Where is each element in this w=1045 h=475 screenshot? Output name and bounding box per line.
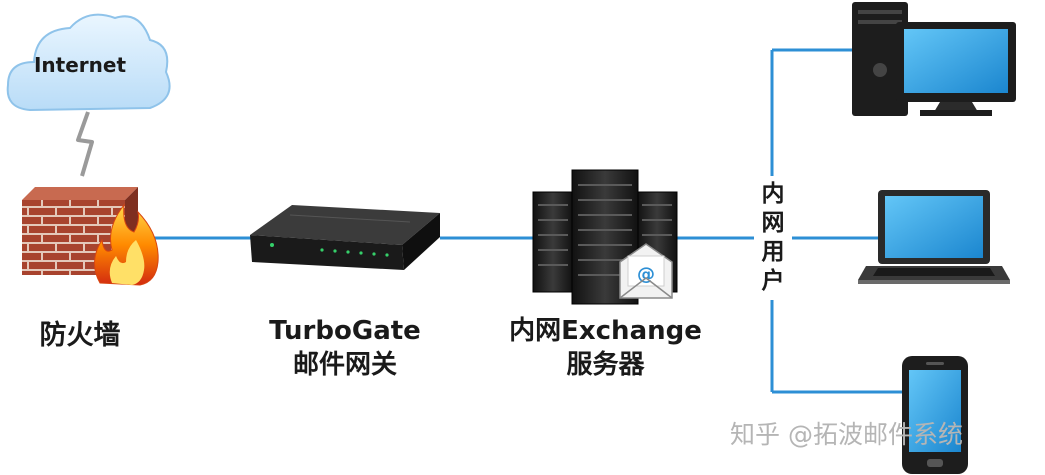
gateway-label: TurboGate 邮件网关 bbox=[240, 314, 450, 382]
at-symbol-icon: @ bbox=[637, 264, 655, 285]
watermark-text: 知乎 @拓波邮件系统 bbox=[730, 420, 963, 449]
internet-cloud-icon: Internet bbox=[6, 13, 171, 112]
exchange-label-line1: 内网Exchange bbox=[509, 316, 702, 346]
exchange-label: 内网Exchange 服务器 bbox=[488, 314, 723, 382]
router-icon bbox=[250, 205, 440, 270]
users-label-char: 网 bbox=[761, 210, 785, 236]
cloud-label: Internet bbox=[34, 53, 126, 77]
smartphone-icon bbox=[902, 356, 968, 474]
users-label-char: 内 bbox=[761, 181, 785, 207]
lightning-icon bbox=[76, 111, 94, 177]
laptop-icon bbox=[858, 190, 1010, 284]
gateway-label-line1: TurboGate bbox=[269, 316, 421, 346]
firewall-icon bbox=[22, 187, 159, 286]
email-envelope-icon: @ bbox=[619, 243, 673, 299]
users-label-char: 户 bbox=[761, 268, 785, 294]
firewall-label: 防火墙 bbox=[39, 320, 121, 351]
intranet-users-label: 内 网 用 户 bbox=[754, 176, 792, 300]
gateway-label-line2: 邮件网关 bbox=[292, 350, 397, 380]
desktop-computer-icon bbox=[852, 2, 1016, 116]
exchange-label-line2: 服务器 bbox=[566, 350, 645, 380]
users-label-char: 用 bbox=[761, 239, 785, 265]
router-leds bbox=[270, 243, 389, 257]
